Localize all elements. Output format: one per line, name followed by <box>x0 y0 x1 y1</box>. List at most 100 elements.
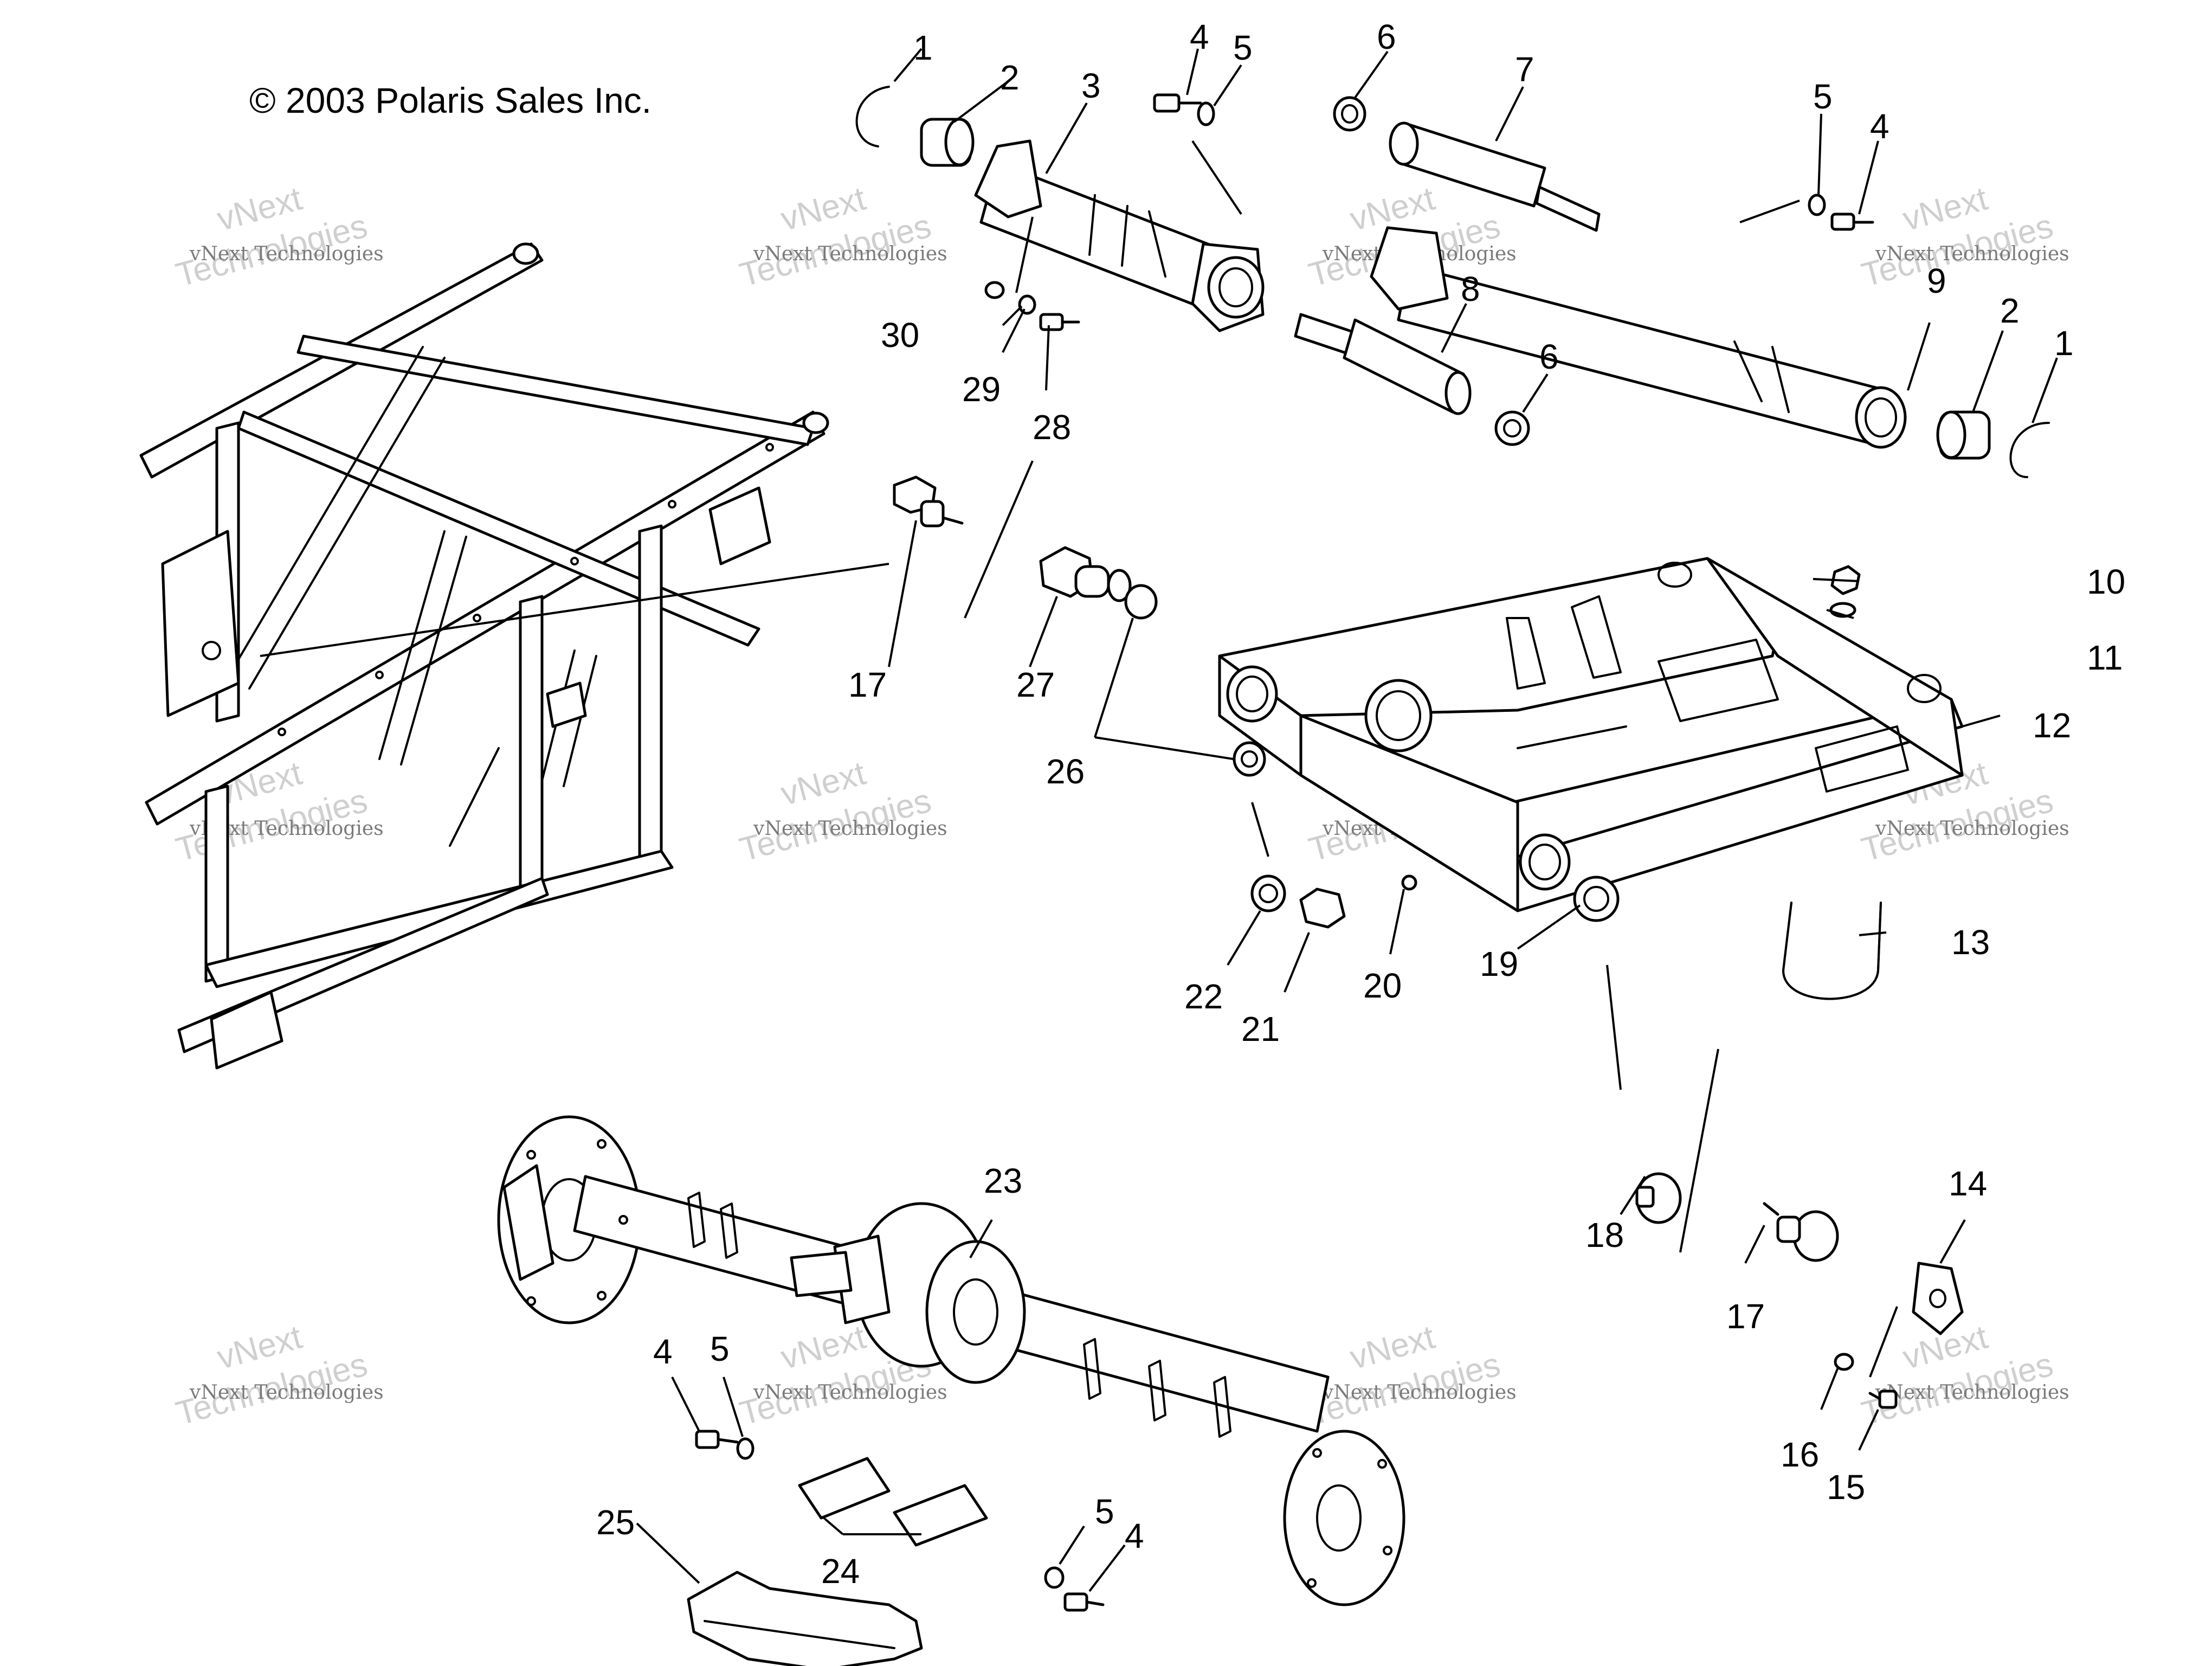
shaft <box>1389 121 1601 232</box>
callout-4: 4 <box>1190 17 1209 56</box>
callout-28: 28 <box>1033 408 1071 447</box>
bolt <box>1830 213 1874 231</box>
decal <box>893 1484 988 1547</box>
watermark-company: vNext Technologies <box>1875 818 2069 840</box>
screw <box>1868 1390 1898 1409</box>
watermark: vNext Technologies vNext Technologies <box>736 180 947 294</box>
watermark-company: vNext Technologies <box>753 243 947 265</box>
bushing <box>1124 584 1158 620</box>
watermark: vNext Technologies vNext Technologies <box>1858 180 2069 294</box>
callout-24: 24 <box>821 1552 860 1591</box>
nut <box>1299 887 1346 929</box>
callout-8: 8 <box>1461 269 1480 308</box>
watermark: vNext Technologies vNext Technologies <box>172 180 383 294</box>
callout-7: 7 <box>1515 50 1534 89</box>
callout-16: 16 <box>1781 1435 1819 1474</box>
bushing <box>1233 741 1266 777</box>
callout-29: 29 <box>962 370 1001 409</box>
callout-17: 17 <box>848 665 887 704</box>
callout-6: 6 <box>1377 17 1396 56</box>
callout-labels: 1 2 3 4 5 6 7 8 6 5 4 9 2 1 30 29 28 10 … <box>596 17 2125 1591</box>
washer <box>736 1437 754 1460</box>
watermark-company: vNext Technologies <box>189 243 384 265</box>
skid-plate <box>687 1571 923 1666</box>
callout-17b: 17 <box>1726 1297 1765 1336</box>
watermark-company: vNext Technologies <box>753 818 947 840</box>
watermark-company: vNext Technologies <box>1875 243 2069 265</box>
bushing <box>1333 96 1366 132</box>
grease-fitting <box>1401 874 1417 891</box>
callout-15: 15 <box>1827 1468 1865 1507</box>
watermark-company: vNext Technologies <box>189 1381 384 1404</box>
callout-5b: 5 <box>1813 77 1833 116</box>
callout-4b: 4 <box>1870 107 1889 146</box>
vehicle-frame <box>139 242 829 1070</box>
bushing <box>1573 876 1620 922</box>
callout-2: 2 <box>1000 58 1020 97</box>
callout-21: 21 <box>1241 1009 1280 1049</box>
bolt <box>1039 313 1080 331</box>
u-bolt <box>1782 902 1882 1000</box>
callout-5d: 5 <box>1095 1492 1114 1531</box>
pivot-bolt <box>1763 1202 1839 1262</box>
callout-14: 14 <box>1949 1164 1987 1203</box>
callout-1: 1 <box>913 28 933 67</box>
bolt <box>695 1430 739 1449</box>
callout-30: 30 <box>881 316 919 355</box>
bolt <box>1063 1592 1105 1612</box>
callout-4c: 4 <box>653 1332 673 1371</box>
callout-20: 20 <box>1363 966 1402 1005</box>
pivot-tube <box>1370 226 1907 449</box>
watermark: vNext Technologies vNext Technologies <box>736 755 947 869</box>
callout-26: 26 <box>1046 752 1085 791</box>
callout-27: 27 <box>1016 665 1055 704</box>
callout-2b: 2 <box>2000 291 2020 330</box>
callout-25: 25 <box>596 1503 635 1542</box>
pivot-tube <box>974 139 1265 332</box>
bushing <box>1494 410 1530 446</box>
washer <box>984 281 1005 299</box>
pivot-adjuster <box>1039 546 1132 602</box>
watermark: vNext Technologies vNext Technologies <box>1858 1318 2069 1433</box>
washer <box>1018 294 1036 315</box>
snap-ring <box>855 86 890 147</box>
pivot-bolt <box>893 475 964 528</box>
pivot-assembly <box>855 86 2050 478</box>
callout-5c: 5 <box>710 1329 730 1368</box>
bolt <box>1153 93 1202 113</box>
callout-6b: 6 <box>1539 337 1559 376</box>
washer <box>1197 101 1215 126</box>
callout-1b: 1 <box>2054 324 2074 363</box>
watermark-company: vNext Technologies <box>753 1381 947 1404</box>
rear-axle <box>497 1115 1405 1606</box>
callout-12: 12 <box>2033 706 2071 745</box>
washer <box>1044 1566 1065 1589</box>
callout-11: 11 <box>2087 638 2123 677</box>
bearing <box>920 118 975 167</box>
cover-plate <box>1912 1262 1964 1335</box>
watermark-company: vNext Technologies <box>1322 1381 1517 1404</box>
watermark: vNext Technologies vNext Technologies <box>1305 1318 1516 1433</box>
washer <box>1808 194 1826 216</box>
swingarm <box>1218 557 1964 912</box>
leader-lines <box>260 48 2058 1592</box>
lock-washer <box>1834 1353 1854 1371</box>
callout-3: 3 <box>1081 66 1101 105</box>
watermark-company: vNext Technologies <box>1875 1381 2069 1404</box>
decal <box>798 1457 891 1520</box>
callout-19: 19 <box>1480 944 1518 983</box>
callout-4d: 4 <box>1125 1516 1144 1555</box>
callout-23: 23 <box>984 1161 1022 1200</box>
callout-5: 5 <box>1233 28 1253 67</box>
bearing <box>1936 410 1991 460</box>
callout-9: 9 <box>1927 261 1946 300</box>
callout-22: 22 <box>1184 977 1223 1016</box>
plug <box>1635 1172 1682 1224</box>
snap-ring <box>2009 422 2050 478</box>
watermark: vNext Technologies vNext Technologies <box>172 1318 383 1433</box>
shaft <box>1294 313 1472 415</box>
copyright-text: © 2003 Polaris Sales Inc. <box>249 80 652 120</box>
washer <box>1250 874 1286 912</box>
callout-10: 10 <box>2087 562 2125 601</box>
